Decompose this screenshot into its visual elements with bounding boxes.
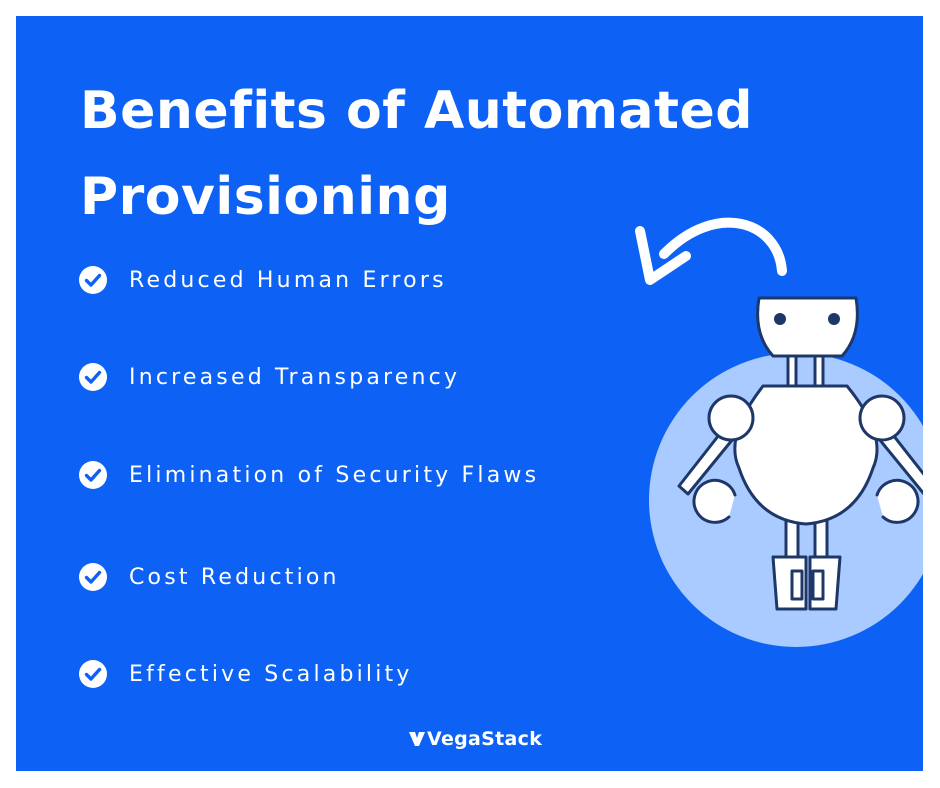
check-circle-icon [79,266,107,294]
infographic-card: Benefits of Automated Provisioning Reduc… [16,16,923,771]
check-circle-icon [79,363,107,391]
robot-icon [677,296,923,611]
benefit-label: Elimination of Security Flaws [129,462,540,488]
robot-illustration [635,217,923,647]
benefit-label: Effective Scalability [129,661,413,687]
benefit-label: Increased Transparency [129,364,461,390]
benefit-label: Cost Reduction [129,564,340,590]
title-line-2: Provisioning [80,167,451,227]
benefit-item: Cost Reduction [78,561,340,593]
check-circle-icon [79,563,107,591]
benefit-item: Increased Transparency [78,361,460,393]
title-line-1: Benefits of Automated [80,81,753,141]
v-logo-icon [409,732,425,746]
page-title: Benefits of Automated Provisioning [80,68,800,240]
check-circle-icon [79,461,107,489]
benefit-label: Reduced Human Errors [129,267,447,293]
benefit-item: Reduced Human Errors [78,264,447,296]
check-circle-icon [79,660,107,688]
brand-logo: VegaStack [409,728,542,750]
brand-name: VegaStack [427,728,543,750]
benefit-item: Effective Scalability [78,658,413,690]
benefit-item: Elimination of Security Flaws [78,459,539,491]
curved-arrow-left-icon [635,217,787,285]
